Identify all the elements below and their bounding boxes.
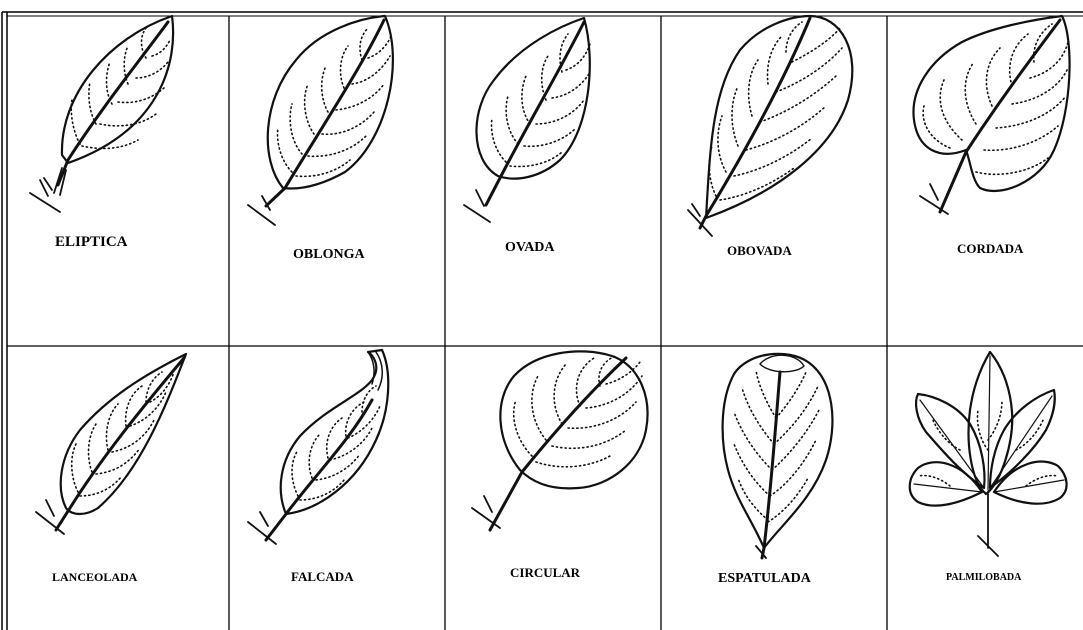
label-lanceolada: LANCEOLADA [52,570,138,584]
label-espatulada: ESPATULADA [718,571,812,586]
label-ovada: OVADA [505,240,555,255]
leaf-ovada-illustration [464,18,590,222]
table-grid [2,12,1083,630]
leaf-espatulada-illustration [723,354,833,558]
leaf-oblonga-illustration [248,16,393,225]
leaf-lanceolada-illustration [36,354,186,534]
label-oblonga: OBLONGA [293,247,365,262]
label-eliptica: ELIPTICA [55,234,128,250]
label-cordada: CORDADA [957,241,1024,256]
leaf-falcada-illustration [248,350,388,544]
label-circular: CIRCULAR [510,565,581,580]
label-palmilobada: PALMILOBADA [946,572,1022,583]
leaf-palmilobada-illustration [910,352,1067,556]
label-falcada: FALCADA [291,569,354,584]
label-obovada: OBOVADA [727,243,792,258]
leaf-obovada-illustration [688,16,852,236]
leaf-eliptica-illustration [30,16,173,212]
leaf-circular-illustration [472,351,648,530]
leaf-cordada-illustration [913,16,1069,214]
